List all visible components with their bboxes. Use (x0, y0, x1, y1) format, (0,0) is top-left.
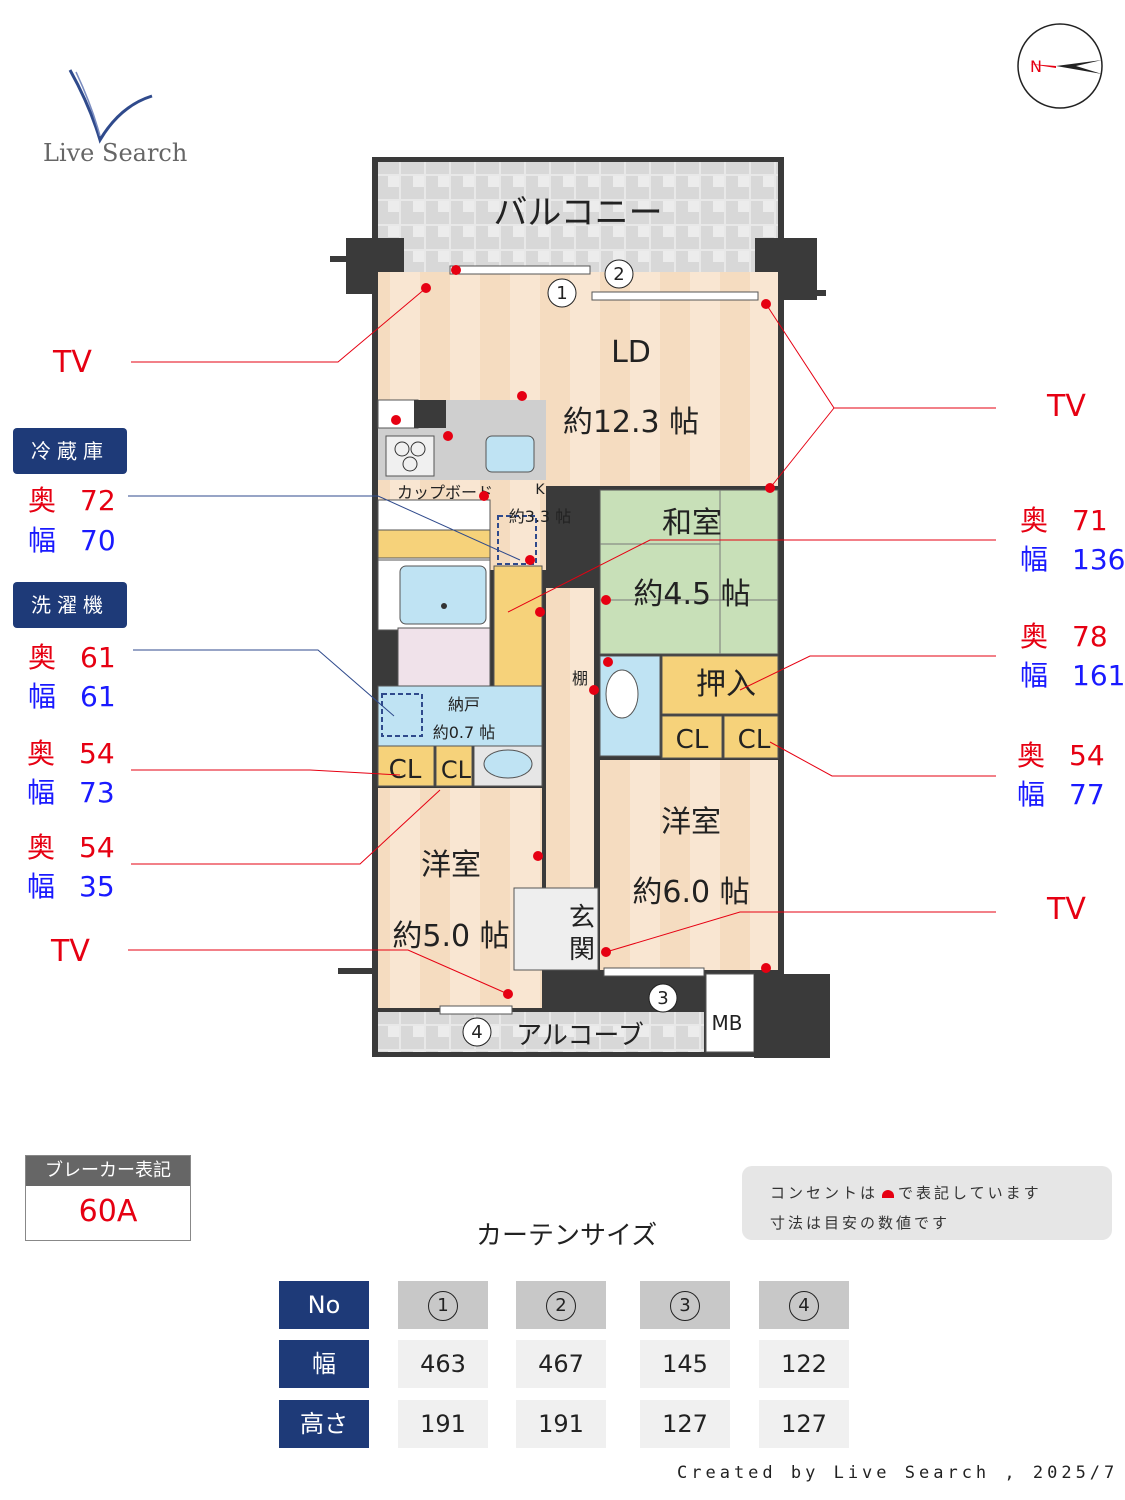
curtain-header-height-row: 高さ (279, 1400, 369, 1448)
tv-label-youshitsu-right: TV (1047, 892, 1086, 927)
ld-label: LD (611, 335, 651, 370)
alcove-area (378, 1012, 704, 1052)
cupboard-label: カップボード (397, 483, 493, 502)
washer-space (381, 693, 423, 737)
k-size-label: 約3.3 帖 (509, 507, 572, 526)
fridge-tag: 冷蔵庫 (13, 428, 127, 474)
curtain-cell-width-row-3: 145 (640, 1340, 730, 1388)
floor-plan: 1 2 3 4 バルコニー LD 約12.3 帖 カップボード K 約3.3 帖… (128, 157, 996, 1058)
cl-right-1-label: CL (676, 725, 709, 755)
compass-icon: N (1017, 23, 1103, 109)
curtain-cell-number-row-2: 2 (516, 1281, 606, 1329)
window-1-number: 1 (556, 283, 567, 304)
mb-area (705, 973, 755, 1053)
breaker-value: 60A (78, 1194, 138, 1229)
window-2-number: 2 (613, 264, 624, 285)
k-label: K (535, 482, 545, 498)
youshitsu-right-size-label: 約6.0 帖 (632, 875, 749, 910)
curtain-cell-width-row-4: 122 (759, 1340, 849, 1388)
logo-text: Live Search (43, 139, 188, 167)
fridge-space (497, 515, 537, 565)
tv-label-ld-left: TV (53, 345, 92, 380)
curtain-cell-height-row-4: 127 (759, 1400, 849, 1448)
youshitsu-right-area (600, 760, 778, 970)
breaker-title: ブレーカー表記 (26, 1156, 190, 1186)
corridor (546, 588, 594, 888)
window-3-number: 3 (657, 988, 668, 1009)
youshitsu-left-label: 洋室 (421, 848, 481, 883)
tv-label-ld-right: TV (1047, 389, 1086, 424)
curtain-cell-height-row-1: 191 (398, 1400, 488, 1448)
balcony-label: バルコニー (493, 193, 662, 233)
note-line-2: 寸法は目安の数値です (770, 1214, 951, 1232)
breaker-box: ブレーカー表記 60A (25, 1155, 191, 1241)
curtain-cell-height-row-3: 127 (640, 1400, 730, 1448)
curtain-cell-number-row-4: 4 (759, 1281, 849, 1329)
ld-size-label: 約12.3 帖 (563, 405, 699, 440)
washitsu-area (599, 489, 779, 655)
genkan-label: 玄関 (569, 903, 595, 965)
curtain-number-circle: 3 (670, 1291, 700, 1321)
washer-tag: 洗濯機 (13, 582, 127, 628)
nando-label: 納戸 (448, 695, 480, 714)
outlet-icon (882, 1190, 895, 1198)
curtain-cell-number-row-3: 3 (640, 1281, 730, 1329)
mb-label: MB (712, 1011, 743, 1035)
curtain-cell-number-row-1: 1 (398, 1281, 488, 1329)
youshitsu-right-label: 洋室 (661, 805, 721, 840)
curtain-cell-height-row-2: 191 (516, 1400, 606, 1448)
genkan-area (513, 887, 599, 971)
cl-left-1-label: CL (389, 755, 422, 785)
washitsu-size-label: 約4.5 帖 (633, 577, 750, 612)
compass-label: N (1030, 57, 1042, 76)
curtain-header-width-row: 幅 (279, 1340, 369, 1388)
tv-label-youshitsu-left: TV (51, 934, 90, 969)
note-line-1: コンセントはで表記しています (770, 1184, 1042, 1202)
live-search-logo (68, 69, 153, 144)
window-4-number: 4 (471, 1022, 482, 1043)
cl-left-2-label: CL (441, 756, 472, 784)
alcove-label: アルコーブ (516, 1021, 644, 1051)
tana-label: 棚 (572, 669, 588, 688)
kitchen-sink (485, 435, 535, 473)
oshiire-label: 押入 (696, 667, 756, 702)
curtain-number-circle: 2 (546, 1291, 576, 1321)
cl-right-2-label: CL (738, 725, 771, 755)
legend-note: コンセントはで表記しています 寸法は目安の数値です (742, 1166, 1112, 1240)
credit-text: Created by Live Search , 2025/7 (677, 1463, 1119, 1483)
youshitsu-left-size-label: 約5.0 帖 (392, 919, 509, 954)
washitsu-label: 和室 (662, 506, 722, 541)
curtain-cell-width-row-1: 463 (398, 1340, 488, 1388)
curtain-number-circle: 1 (428, 1291, 458, 1321)
curtain-title: カーテンサイズ (476, 1221, 658, 1251)
curtain-header-number-row: No (279, 1281, 369, 1329)
curtain-cell-width-row-2: 467 (516, 1340, 606, 1388)
nando-size-label: 約0.7 帖 (433, 723, 496, 742)
curtain-number-circle: 4 (789, 1291, 819, 1321)
bathtub (399, 565, 487, 625)
